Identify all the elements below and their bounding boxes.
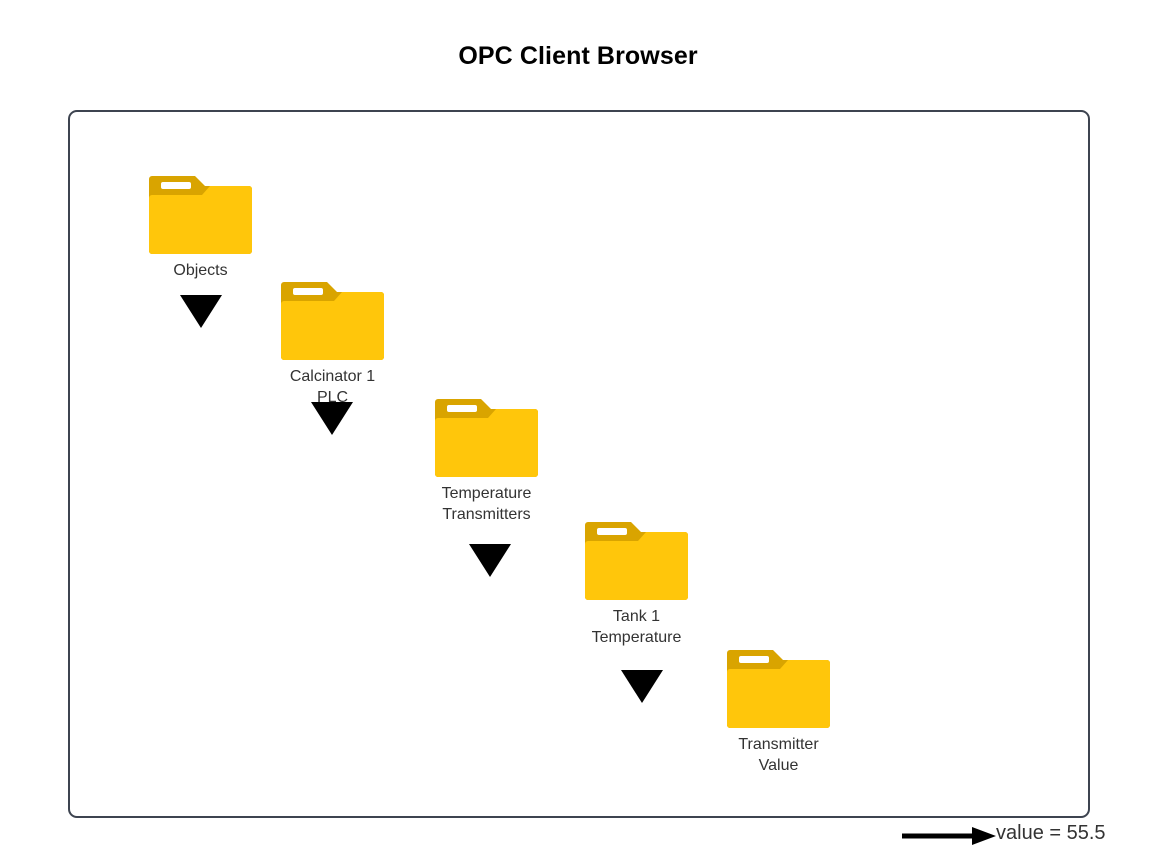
diagram-frame: Objects Calcinator 1 PLC Temperature Tra… (68, 110, 1106, 845)
page-title: OPC Client Browser (458, 42, 698, 70)
tree-node-label: Calcinator 1 PLC (289, 368, 376, 406)
folder-icon (149, 170, 252, 257)
tree-node-label: Objects (173, 262, 228, 279)
tree-node-calcinator-1-plc[interactable]: Calcinator 1 PLC (281, 276, 384, 408)
tree-node-transmitter-value[interactable]: Transmitter Value (727, 644, 830, 776)
tree-node-tank-1-temperature[interactable]: Tank 1 Temperature (585, 516, 688, 648)
arrow-down-icon (311, 402, 353, 435)
tree-node-label: Temperature Transmitters (441, 485, 532, 523)
tree-node-label: Transmitter Value (738, 736, 819, 774)
tree-node-objects[interactable]: Objects (149, 170, 252, 281)
arrow-right-icon (902, 826, 998, 851)
tree-node-label: Tank 1 Temperature (591, 608, 682, 646)
folder-icon (727, 644, 830, 731)
folder-icon (585, 516, 688, 603)
tree-node-temperature-transmitters[interactable]: Temperature Transmitters (435, 393, 538, 525)
value-readout-label: value = 55.5 (996, 822, 1106, 844)
arrow-down-icon (469, 544, 511, 577)
folder-icon (281, 276, 384, 363)
folder-icon (435, 393, 538, 480)
arrow-down-icon (180, 295, 222, 328)
arrow-down-icon (621, 670, 663, 703)
